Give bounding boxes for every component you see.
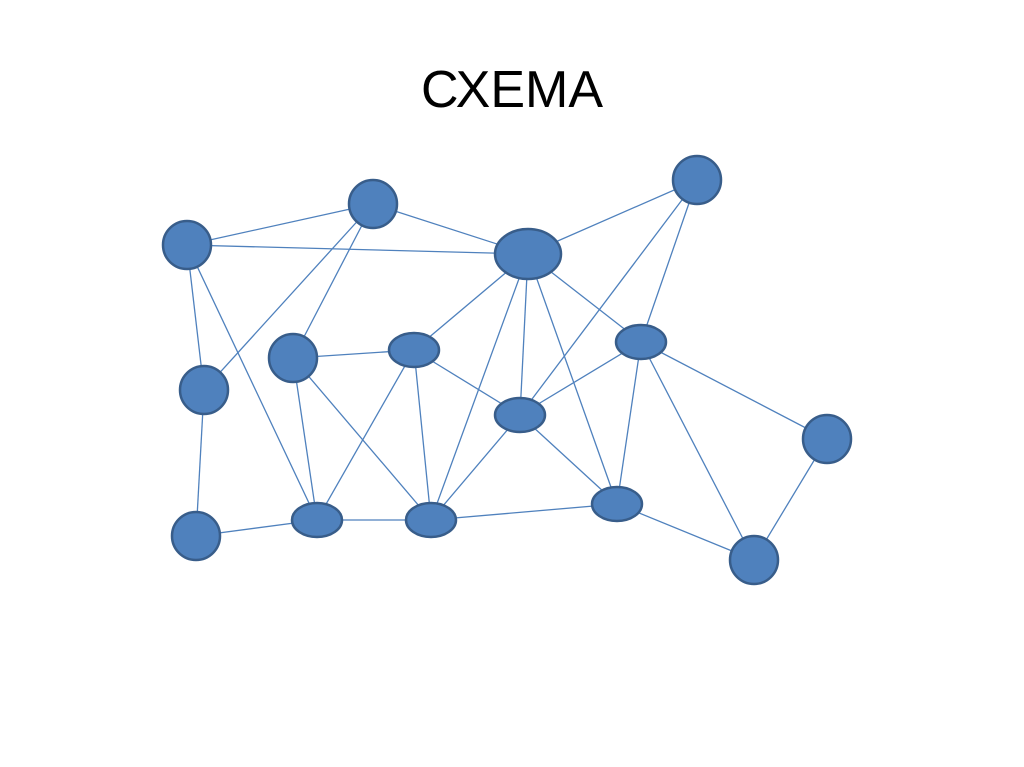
edge-n10-n11 <box>430 414 521 521</box>
edge-n7-n10 <box>292 357 432 521</box>
edge-n11-n13 <box>519 414 618 505</box>
edge-n2-n7 <box>292 203 374 359</box>
edge-n11-n12 <box>519 341 642 416</box>
node-n11 <box>493 396 547 434</box>
node-n3 <box>493 227 563 281</box>
edge-n1-n2 <box>186 203 374 246</box>
edge-n3-n11 <box>519 253 529 416</box>
node-n8 <box>387 331 441 369</box>
node-n13 <box>590 485 644 523</box>
edge-n1-n9 <box>186 244 318 521</box>
edge-n4-n11 <box>519 179 698 416</box>
edge-n4-n12 <box>640 179 698 343</box>
slide-title: СХЕМА <box>421 61 603 119</box>
node-n4 <box>671 154 723 206</box>
node-n14 <box>801 413 853 465</box>
node-n6 <box>170 510 222 562</box>
node-n15 <box>728 534 780 586</box>
edge-n7-n9 <box>292 357 318 521</box>
node-n1 <box>161 219 213 271</box>
edge-n1-n3 <box>186 244 529 255</box>
edge-n8-n10 <box>413 349 432 521</box>
edge-n12-n13 <box>616 341 642 505</box>
node-n5 <box>178 364 230 416</box>
edge-n8-n9 <box>316 349 415 521</box>
node-n9 <box>290 501 344 539</box>
edge-n12-n15 <box>640 341 755 561</box>
edge-n3-n10 <box>430 253 529 521</box>
edge-n12-n14 <box>640 341 828 440</box>
node-n2 <box>347 178 399 230</box>
edge-n10-n13 <box>430 503 618 521</box>
node-n10 <box>404 501 458 539</box>
node-n7 <box>267 332 319 384</box>
node-n12 <box>614 323 668 361</box>
edge-n2-n5 <box>203 203 374 391</box>
edge-n3-n13 <box>527 253 618 505</box>
nodes-group <box>161 154 853 586</box>
